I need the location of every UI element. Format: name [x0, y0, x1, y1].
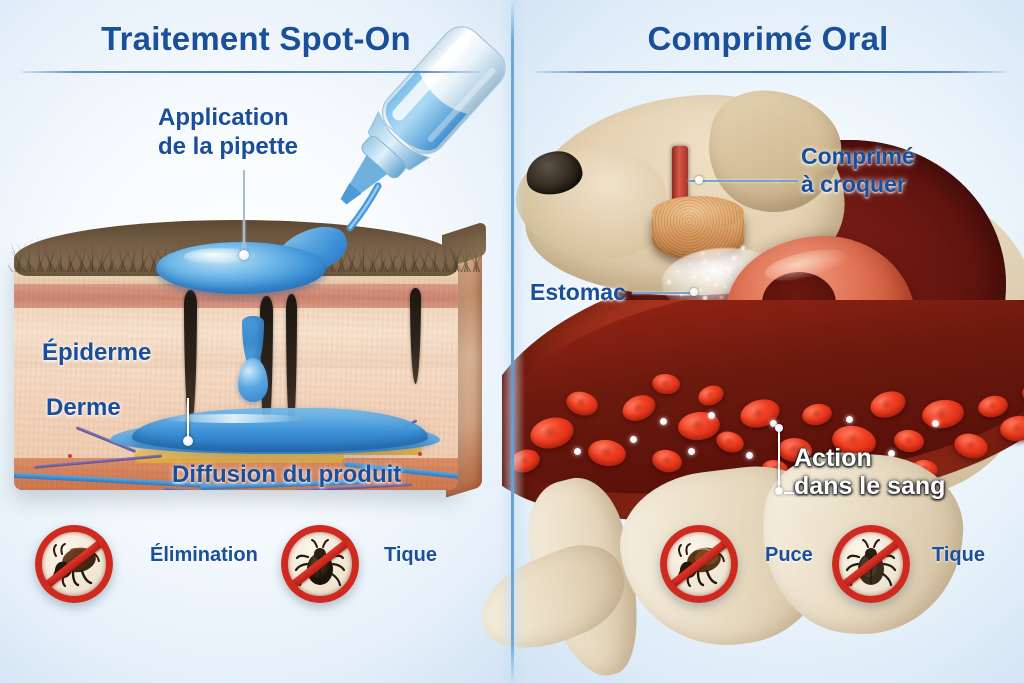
prohibition-ring	[832, 525, 910, 603]
panel-divider	[511, 0, 514, 683]
blood-vessel-cutaway	[502, 300, 1024, 520]
cell-speck	[418, 452, 422, 456]
label-diffusion: Diffusion du produit	[172, 461, 402, 488]
hair-follicle	[184, 290, 197, 430]
badge-no-flea	[35, 525, 113, 603]
leader-line-chewable-stub	[774, 180, 798, 182]
panel-right-title: Comprimé Oral	[647, 20, 889, 57]
title-underline-right	[535, 71, 1005, 73]
epidermis-layer	[14, 308, 458, 370]
label-epidermis: Épiderme	[42, 339, 152, 366]
badge-label-puce: Puce	[765, 544, 813, 566]
label-blood-action-line1: Action	[794, 444, 872, 472]
badge-label-tique-right: Tique	[932, 544, 985, 566]
hair-follicle	[410, 288, 421, 384]
label-chewable-line2: à croquer	[801, 171, 906, 197]
label-dermis: Derme	[46, 394, 121, 421]
panel-left-title: Traitement Spot-On	[101, 20, 411, 57]
leader-line-blood-stub	[784, 492, 798, 494]
pipette-icon	[340, 26, 506, 232]
panel-oral-tablet: Comprimé Oral	[467, 0, 1024, 683]
leader-line-blood-action	[778, 428, 780, 490]
label-blood-action-line2: dans le sang	[794, 472, 946, 500]
prohibition-ring	[35, 525, 113, 603]
skin-front-face	[14, 254, 458, 490]
chewable-tablet-top	[652, 196, 744, 230]
leader-line-chewable-h	[688, 180, 780, 182]
badge-label-elimination: Élimination	[150, 544, 258, 566]
label-chewable-line1: Comprimé	[801, 143, 915, 169]
leader-dot-application	[239, 250, 249, 260]
leader-line-stomach	[632, 292, 694, 294]
badge-label-tique-left: Tique	[384, 544, 437, 566]
hair-follicle	[286, 294, 297, 442]
prohibition-ring	[660, 525, 738, 603]
cell-speck	[68, 454, 72, 458]
cell-speck	[366, 480, 370, 484]
product-drip-column	[242, 316, 264, 370]
leader-dot-chewable	[695, 176, 703, 184]
badge-no-tick	[281, 525, 359, 603]
leader-line-application	[243, 170, 245, 256]
label-application-line2: de la pipette	[158, 133, 299, 160]
label-stomach: Estomac	[530, 279, 626, 305]
cell-speck	[190, 468, 194, 472]
leader-dot-blood-top	[775, 424, 783, 432]
label-application-line1: Application	[158, 104, 289, 131]
leader-dot-diffusion	[183, 436, 193, 446]
title-underline-left	[22, 71, 480, 73]
leader-line-diffusion	[187, 398, 189, 442]
badge-no-flea-right	[660, 525, 738, 603]
prohibition-ring	[281, 525, 359, 603]
panel-spot-on: Traitement Spot-On	[0, 0, 512, 683]
leader-dot-stomach	[690, 288, 698, 296]
product-droplet	[238, 358, 268, 402]
skin-cross-section-illustration	[6, 214, 486, 504]
leader-dot-blood-bottom	[775, 487, 783, 495]
badge-no-tick-right	[832, 525, 910, 603]
dog-cutaway-illustration	[467, 0, 1024, 683]
product-spread-highlight	[164, 414, 304, 423]
